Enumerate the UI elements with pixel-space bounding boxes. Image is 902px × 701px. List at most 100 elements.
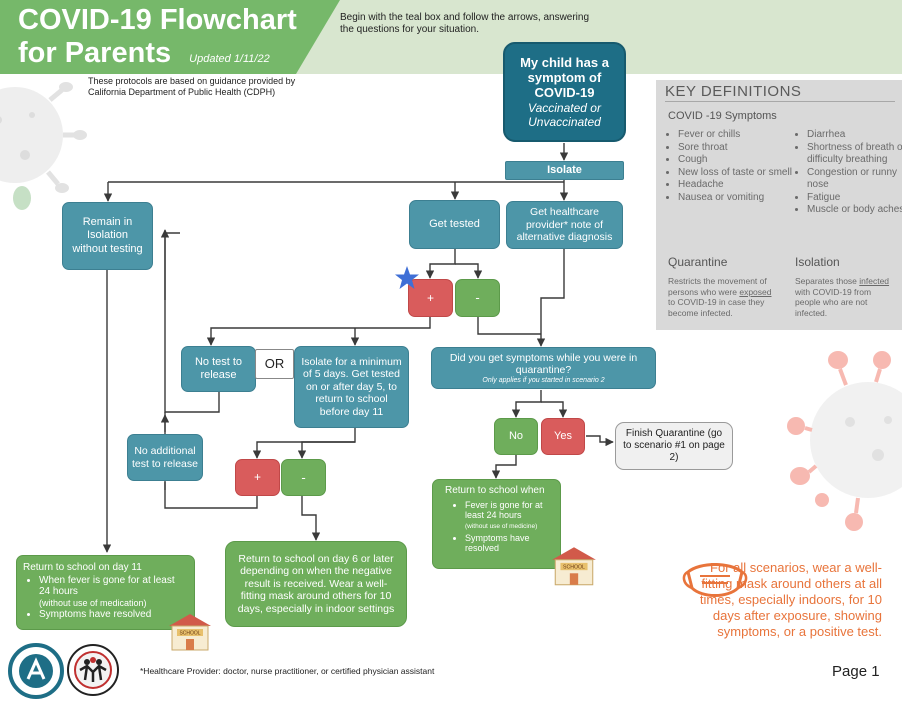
star-icon <box>395 266 419 289</box>
symptom-item: Congestion or runny nose <box>807 167 902 192</box>
page-title: COVID-19 Flowchart for Parents Updated 1… <box>18 4 297 76</box>
return-day11-item-1-text: When fever is gone for at least 24 hours <box>39 574 175 598</box>
no-additional-test-box: No additional test to release <box>127 434 203 481</box>
school-icon: SCHOOL <box>552 547 596 586</box>
symptoms-list-left: Fever or chillsSore throatCoughNew loss … <box>660 129 798 204</box>
return-day11-box: Return to school on day 11 When fever is… <box>16 555 195 630</box>
return-day11-title: Return to school on day 11 <box>23 562 142 573</box>
isolate-box: Isolate <box>505 161 624 180</box>
symptom-item: Shortness of breath or difficulty breath… <box>807 142 902 167</box>
no-answer-box: No <box>494 418 538 455</box>
start-box-subtext: Vaccinated or Unvaccinated <box>528 101 601 129</box>
quarantine-definition-text-a: Restricts the movement of persons who we… <box>668 276 767 297</box>
return-day11-item-2-text: Symptoms have resolved <box>39 609 152 620</box>
quarantine-heading: Quarantine <box>668 255 728 269</box>
return-day11-list: When fever is gone for at least 24 hours… <box>23 575 188 621</box>
page-title-line2: for Parents <box>18 37 172 69</box>
mask-icon <box>682 563 748 597</box>
school-icon-sign: SCHOOL <box>563 565 585 571</box>
provider-note-box: Get healthcare provider* note of alterna… <box>506 201 623 249</box>
symptom-item: Fatigue <box>807 192 902 205</box>
start-box-text: My child has a symptom of COVID-19 <box>520 55 609 100</box>
school-icon-sign: SCHOOL <box>179 631 200 637</box>
quarantine-definition-exposed: exposed <box>739 286 772 297</box>
no-additional-test-label: No additional test to release <box>132 444 198 470</box>
finish-quarantine-label: Finish Quarantine (go to scenario #1 on … <box>623 428 725 463</box>
return-day6-label: Return to school on day 6 or later depen… <box>237 552 395 615</box>
isolation-definition-text-a: Separates those <box>795 276 860 286</box>
return-day11-item-1: When fever is gone for at least 24 hours… <box>39 575 188 610</box>
no-test-label: No test to release <box>194 355 243 381</box>
yes-answer-label: Yes <box>554 429 572 442</box>
virus-icon <box>0 82 87 210</box>
symptom-item: Diarrhea <box>807 129 902 142</box>
isolation-heading: Isolation <box>795 255 840 269</box>
mask-note: For all scenarios, wear a well-fitting m… <box>699 560 882 639</box>
no-test-box: No test to release <box>181 346 256 392</box>
return-day11-item-2: Symptoms have resolved <box>39 609 188 621</box>
return-day6-box: Return to school on day 6 or later depen… <box>225 541 407 627</box>
isolation-definition-text-c: with COVID-19 from people who are not in… <box>795 286 872 318</box>
return-day11-item-1-note: (without use of medication) <box>39 597 147 608</box>
symptom-item: Headache <box>678 179 798 192</box>
negative-label-2: - <box>301 469 306 485</box>
return-when-box: Return to school when Fever is gone for … <box>432 479 561 569</box>
negative-result-box-2: - <box>281 459 326 496</box>
isolation-definition-infected: infected <box>859 276 890 286</box>
finish-quarantine-box: Finish Quarantine (go to scenario #1 on … <box>615 422 733 470</box>
quarantine-question-label: Did you get symptoms while you were in q… <box>449 351 638 376</box>
instructions: Begin with the teal box and follow the a… <box>340 12 590 35</box>
negative-result-box-1: - <box>455 279 500 317</box>
return-when-item-2-text: Symptoms have resolved <box>465 533 530 553</box>
return-when-item-2: Symptoms have resolved <box>465 533 554 553</box>
or-box: OR <box>255 349 294 379</box>
page-title-line1: COVID-19 Flowchart <box>18 4 297 36</box>
get-tested-label: Get tested <box>429 217 480 230</box>
symptoms-list-right: DiarrheaShortness of breath or difficult… <box>789 129 902 217</box>
get-tested-box: Get tested <box>409 200 500 249</box>
guidance-note: These protocols are based on guidance pr… <box>88 76 296 97</box>
virus-icon <box>787 351 902 531</box>
no-answer-label: No <box>508 429 524 442</box>
yes-answer-box: Yes <box>541 418 585 455</box>
page-number: Page 1 <box>832 663 880 680</box>
symptom-item: Nausea or vomiting <box>678 192 798 205</box>
quarantine-definition-text-c: to COVID-19 in case they become infected… <box>668 297 765 318</box>
start-box: My child has a symptom of COVID-19 Vacci… <box>503 42 626 142</box>
provider-note-label: Get healthcare provider* note of alterna… <box>516 206 613 244</box>
or-label: OR <box>264 356 285 372</box>
health-department-logo <box>67 644 119 696</box>
key-definitions-heading: KEY DEFINITIONS <box>665 83 802 100</box>
quarantine-definition: Restricts the movement of persons who we… <box>668 276 780 318</box>
symptoms-heading: COVID -19 Symptoms <box>668 110 777 122</box>
return-when-title: Return to school when <box>445 485 545 496</box>
isolation-definition: Separates those infected with COVID-19 f… <box>795 276 897 318</box>
quarantine-question-note: Only applies if you started in scenario … <box>482 376 605 384</box>
isolate-five-days-label: Isolate for a minimum of 5 days. Get tes… <box>301 355 402 418</box>
isolate-label: Isolate <box>547 163 582 176</box>
updated-date: Updated 1/11/22 <box>189 53 270 65</box>
symptom-item: Muscle or body aches <box>807 204 902 217</box>
key-definitions-panel <box>656 80 902 330</box>
header-title-band <box>0 0 340 74</box>
positive-label-2: + <box>253 470 261 485</box>
symptom-item: Cough <box>678 154 798 167</box>
return-when-item-1: Fever is gone for at least 24 hours (with… <box>465 500 554 531</box>
remain-isolation-box: Remain in Isolation without testing <box>62 202 153 270</box>
key-definitions-rule <box>665 101 895 102</box>
symptom-item: New loss of taste or smell <box>678 167 798 180</box>
return-when-item-1-note: (without use of medicine) <box>465 523 538 530</box>
return-when-item-1-text: Fever is gone for at least 24 hours <box>465 500 543 520</box>
positive-result-box-2: + <box>235 459 280 496</box>
symptom-item: Fever or chills <box>678 129 798 142</box>
school-icon: SCHOOL <box>169 614 211 651</box>
positive-result-box-1: + <box>408 279 453 317</box>
remain-isolation-label: Remain in Isolation without testing <box>72 216 143 255</box>
negative-label-1: - <box>475 290 480 306</box>
symptom-item: Sore throat <box>678 142 798 155</box>
footnote: *Healthcare Provider: doctor, nurse prac… <box>140 666 435 676</box>
return-when-list: Fever is gone for at least 24 hours (with… <box>439 500 554 553</box>
quarantine-question-box: Did you get symptoms while you were in q… <box>431 347 656 389</box>
positive-label-1: + <box>426 290 434 305</box>
